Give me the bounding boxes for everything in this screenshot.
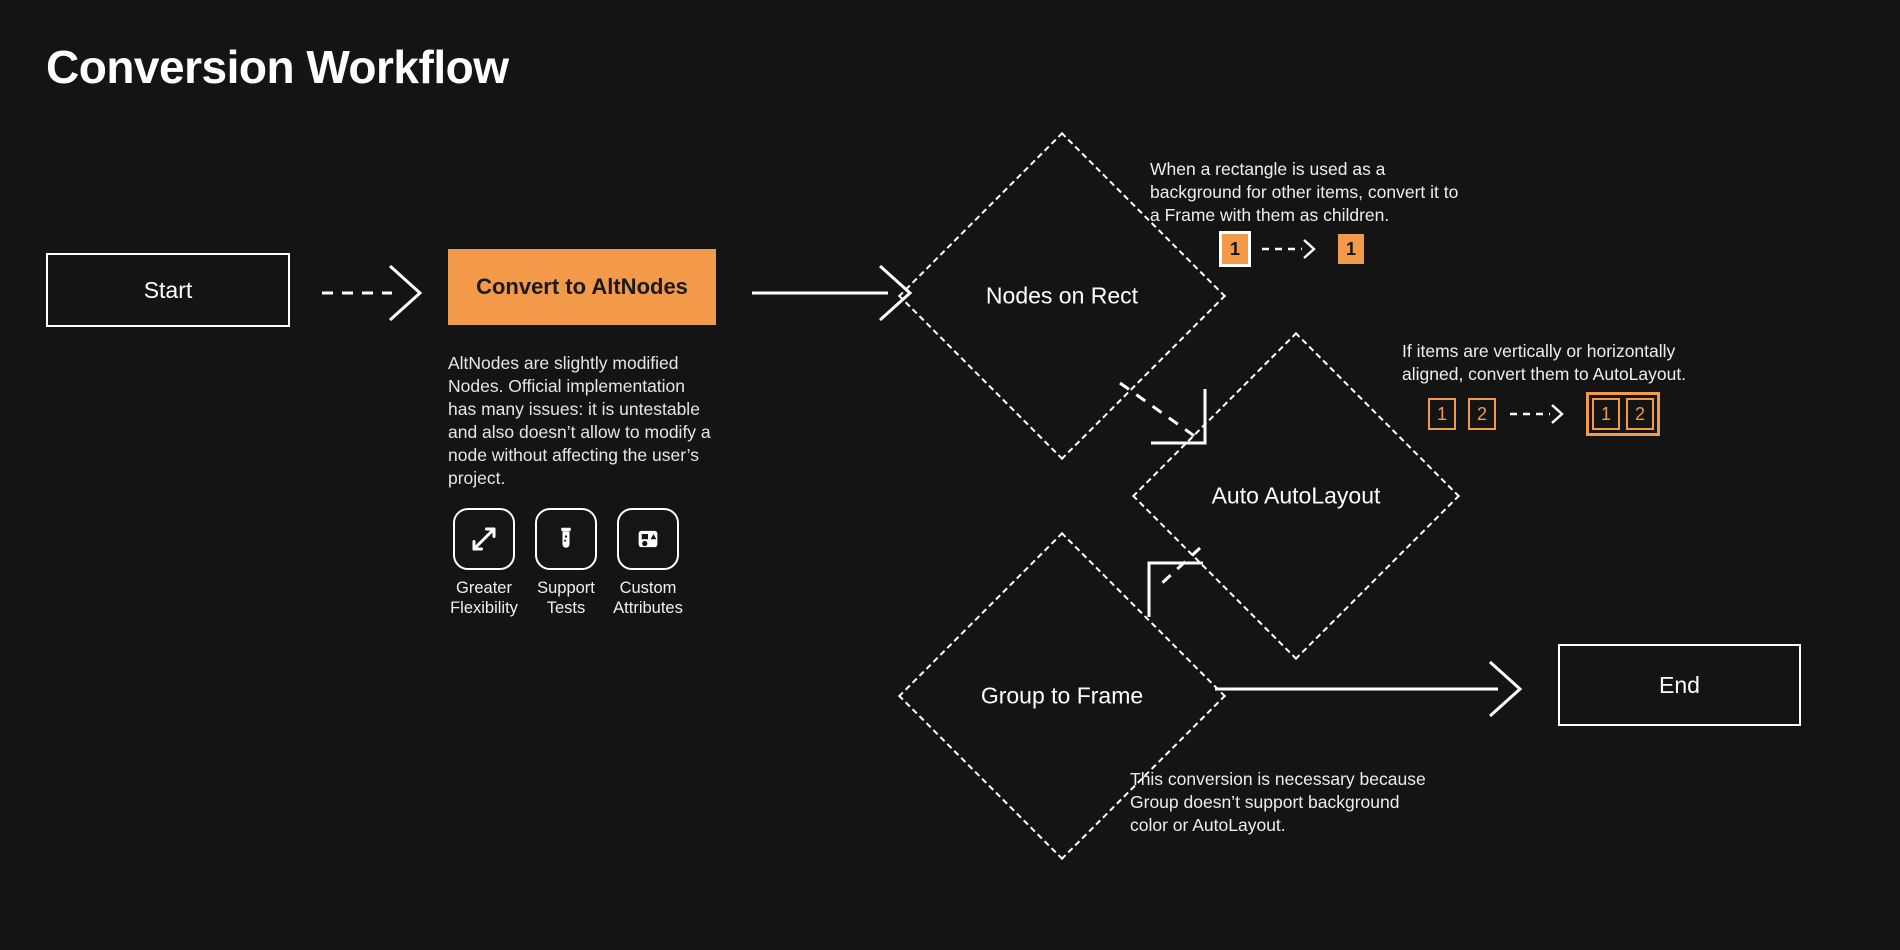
node-group-to-frame[interactable]: Group to Frame [897, 531, 1227, 861]
badge-after-2: 2 [1626, 398, 1654, 430]
badge-after-1: 1 [1338, 234, 1364, 264]
feature-label: Greater Flexibility [450, 579, 518, 617]
feature-label: Support Tests [537, 579, 595, 617]
dashed-arrow-icon [1262, 238, 1324, 260]
shapes-attributes-icon [617, 508, 679, 570]
node-start-label: Start [143, 276, 193, 303]
badge-group-frame: 1 2 [1586, 392, 1660, 436]
feature-list: Greater Flexibility Support Tests [450, 508, 683, 619]
node-group-to-frame-label: Group to Frame [980, 682, 1144, 709]
node-convert-label: Convert to AltNodes [476, 274, 688, 299]
feature-support-tests[interactable]: Support Tests [534, 508, 598, 619]
badge-before-1: 1 [1428, 398, 1456, 430]
node-end-label: End [1659, 671, 1700, 698]
node-convert-to-altnodes[interactable]: Convert to AltNodes [448, 249, 716, 325]
page-title: Conversion Workflow [46, 41, 509, 93]
badge-before-2: 2 [1468, 398, 1496, 430]
connector-convert-to-nodesonrect [752, 264, 913, 322]
node-start[interactable]: Start [46, 253, 290, 327]
note-altnodes: AltNodes are slightly modified Nodes. Of… [448, 353, 711, 489]
node-auto-autolayout[interactable]: Auto AutoLayout [1131, 331, 1461, 661]
feature-custom-attributes[interactable]: Custom Attributes [613, 508, 683, 619]
node-nodes-on-rect-label: Nodes on Rect [985, 282, 1139, 309]
badge-after-1: 1 [1592, 398, 1620, 430]
connector-start-to-convert [322, 264, 423, 322]
badge-demo-auto-autolayout: 1 2 1 2 [1428, 392, 1660, 436]
node-end[interactable]: End [1558, 644, 1801, 726]
feature-label: Custom Attributes [613, 579, 683, 617]
note-group-to-frame: This conversion is necessary because Gro… [1130, 769, 1426, 836]
badge-before-1: 1 [1219, 231, 1251, 267]
badge-demo-nodes-on-rect: 1 1 [1219, 231, 1364, 267]
node-nodes-on-rect[interactable]: Nodes on Rect [897, 131, 1227, 461]
note-auto-autolayout: If items are vertically or horizontally … [1402, 341, 1687, 385]
expand-arrows-icon [453, 508, 515, 570]
note-nodes-on-rect: When a rectangle is used as a background… [1150, 159, 1459, 226]
node-auto-autolayout-label: Auto AutoLayout [1211, 482, 1381, 509]
dashed-arrow-icon [1510, 403, 1572, 425]
connector-grouptoframe-to-end [1215, 660, 1523, 718]
test-tube-icon [535, 508, 597, 570]
feature-greater-flexibility[interactable]: Greater Flexibility [450, 508, 518, 619]
